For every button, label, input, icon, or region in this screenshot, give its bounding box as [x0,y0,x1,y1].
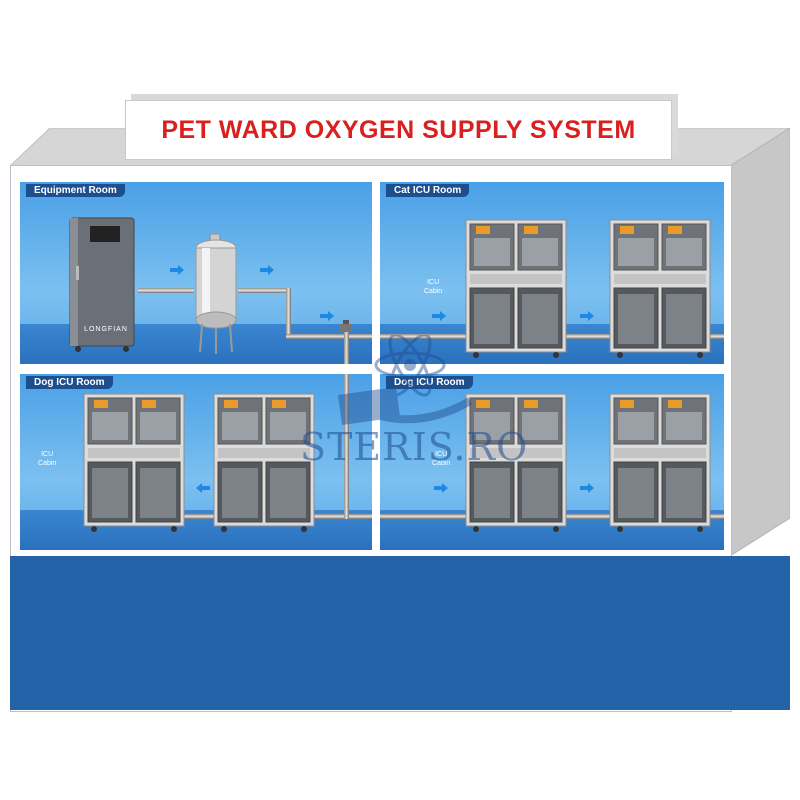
dog-icu-room-left: Dog ICU Room ICU Cabin [18,372,374,552]
flow-arrow-icon [320,308,334,326]
oxygen-pipe [138,288,194,293]
icu-cabin-label: ICU Cabin [432,451,451,467]
dog-icu-room-right: Dog ICU Room ICU Cabin [378,372,726,552]
room-label-equipment: Equipment Room [26,184,125,197]
icu-cabin-label: ICU Cabin [38,451,57,467]
flow-arrow-icon [432,308,446,326]
icu-cabin-icon [464,392,568,532]
icu-cabin-label: ICU Cabin [424,279,443,295]
flow-arrow-icon [170,262,184,280]
icu-cabin-icon [608,218,712,358]
icu-cabin-icon [608,392,712,532]
equipment-room: Equipment Room LONGFIAN [18,180,374,366]
oxygen-pipe [344,374,349,519]
page-title: PET WARD OXYGEN SUPPLY SYSTEM [161,115,636,144]
icu-cabin-icon [464,218,568,358]
icu-cabin-icon [82,392,186,532]
oxygen-pipe [286,288,291,338]
generator-brand: LONGFIAN [84,326,128,333]
oxygen-pipe [286,334,372,339]
title-sign: PET WARD OXYGEN SUPPLY SYSTEM [125,100,672,160]
building-base [10,556,790,710]
flow-arrow-icon [580,308,594,326]
flow-arrow-icon [434,480,448,498]
atom-watermark-icon [310,335,510,465]
valve-icon [338,320,354,332]
oxygen-pipe [238,288,290,293]
watermark-text: STERIS.RO [300,425,529,469]
oxygen-generator-icon: LONGFIAN [68,216,138,354]
building-side-wall [730,128,790,556]
oxygen-pipe [344,328,349,364]
room-label-dog-icu: Dog ICU Room [26,376,113,389]
buffer-tank-icon [192,234,240,356]
room-label-dog-icu: Dog ICU Room [386,376,473,389]
room-label-cat-icu: Cat ICU Room [386,184,470,197]
flow-arrow-icon [260,262,274,280]
flow-arrow-icon [196,480,210,498]
cat-icu-room: Cat ICU Room ICU Cabin [378,180,726,366]
flow-arrow-icon [580,480,594,498]
icu-cabin-icon [212,392,316,532]
